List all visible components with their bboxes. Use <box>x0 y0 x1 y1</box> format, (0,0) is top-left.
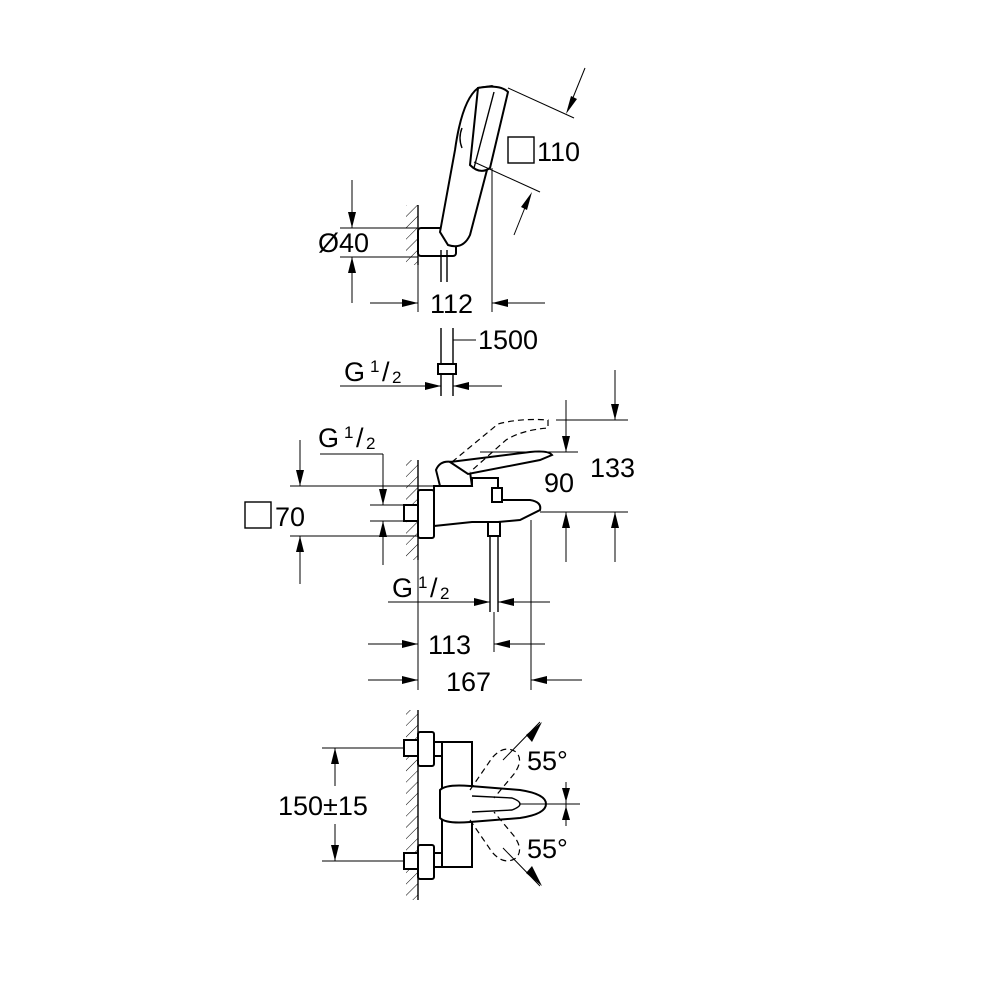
arrow-113-left <box>402 640 418 648</box>
arrow-angle-upper <box>526 722 542 742</box>
arrow-167-right <box>531 676 547 684</box>
arrow-150-top <box>331 748 339 764</box>
label-height-spout: 90 <box>544 468 574 498</box>
wall-hatching-bottom <box>406 710 418 900</box>
label-thread-inlet-den: 2 <box>366 434 375 453</box>
arrow-g-outlet-right <box>498 598 514 606</box>
dim-line-110-b <box>473 161 541 193</box>
label-holder-projection: 112 <box>430 289 473 319</box>
arrow-40-bottom <box>348 257 356 273</box>
label-thread-outlet-den: 2 <box>440 584 449 603</box>
arrow-g-outlet-left <box>474 598 490 606</box>
arrow-167-left <box>402 676 418 684</box>
arrow-40-top <box>348 212 356 228</box>
arrow-90-bottom <box>562 512 570 528</box>
mixer-body <box>433 477 542 528</box>
arrow-112-right <box>492 299 508 307</box>
lever-raised-position <box>451 418 549 473</box>
label-centres: 150±15 <box>278 791 368 821</box>
label-thread-inlet: G <box>318 423 339 453</box>
label-body-size: 70 <box>275 502 305 532</box>
label-thread-hose-den: 2 <box>392 368 401 387</box>
hand-shower-face <box>473 91 495 169</box>
dim-line-110-a <box>507 87 575 119</box>
outlet-nut <box>487 521 501 537</box>
mixer-side-view: 70 G 1 / 2 90 133 G 1 / 2 <box>244 370 635 697</box>
angle-ray-upper <box>502 721 541 761</box>
nut-bottom <box>433 852 443 868</box>
connector-bottom <box>403 852 419 870</box>
angle-ray-lower <box>502 847 541 887</box>
label-depth-total: 167 <box>446 667 491 697</box>
hand-shower-view: 110 Ø40 112 <box>318 67 586 319</box>
arrow-133-bottom <box>611 512 619 528</box>
arrow-angle-ref-bottom <box>562 806 570 820</box>
label-hose-length: 1500 <box>478 325 538 355</box>
arrow-90-top <box>562 436 570 452</box>
label-angle-upper: 55° <box>527 746 568 776</box>
label-thread-outlet-num: 1 <box>418 573 427 592</box>
hose-nut <box>437 363 457 375</box>
mixer-lever-arm <box>447 450 554 476</box>
arrow-110-a <box>566 96 577 114</box>
arrow-150-bottom <box>331 845 339 861</box>
label-height-total: 133 <box>590 453 635 483</box>
mixer-front-view: 150±15 55° 55° <box>278 710 580 900</box>
shower-hose <box>440 250 448 282</box>
label-thread-hose-num: 1 <box>370 357 379 376</box>
arrow-112-left <box>402 299 418 307</box>
arrow-angle-lower <box>526 866 542 886</box>
arrow-g-hose-left <box>425 382 441 390</box>
wall-connector <box>403 504 419 522</box>
arrow-133-top <box>611 404 619 420</box>
escutcheon-bottom <box>417 844 435 880</box>
label-thread-hose: G <box>344 357 365 387</box>
label-thread-outlet: G <box>392 573 413 603</box>
arrow-113-right <box>494 640 510 648</box>
label-angle-lower: 55° <box>527 834 568 864</box>
hose-view: 1500 G 1 / 2 <box>340 325 538 396</box>
square-symbol-110 <box>507 136 535 164</box>
label-depth-outlet: 113 <box>428 630 471 660</box>
arrow-angle-ref-top <box>562 788 570 802</box>
arrow-g-hose-right <box>453 382 469 390</box>
label-thread-inlet-num: 1 <box>344 423 353 442</box>
wall-hatching-top <box>406 205 418 265</box>
escutcheon-top <box>417 731 435 767</box>
lever-rotated-up <box>469 748 521 799</box>
arrow-70-top <box>296 470 304 486</box>
lever-rotated-down <box>469 811 521 862</box>
square-symbol-70 <box>244 501 272 529</box>
arrow-110-b <box>521 192 532 210</box>
connector-top <box>403 739 419 757</box>
diverter-knob <box>491 487 503 503</box>
label-thread-hose-slash: / <box>382 357 390 387</box>
label-thread-outlet-slash: / <box>430 573 438 603</box>
escutcheon <box>417 489 435 539</box>
arrow-70-bottom <box>296 536 304 552</box>
nut-top <box>433 741 443 757</box>
mixer-lever <box>434 460 474 487</box>
label-holder-diameter: Ø40 <box>318 228 369 258</box>
arrow-g-inlet-bottom <box>379 521 387 537</box>
label-head-size: 110 <box>537 137 580 167</box>
label-thread-inlet-slash: / <box>356 423 364 453</box>
hand-shower-button <box>459 127 463 149</box>
arrow-g-inlet-top <box>379 489 387 505</box>
